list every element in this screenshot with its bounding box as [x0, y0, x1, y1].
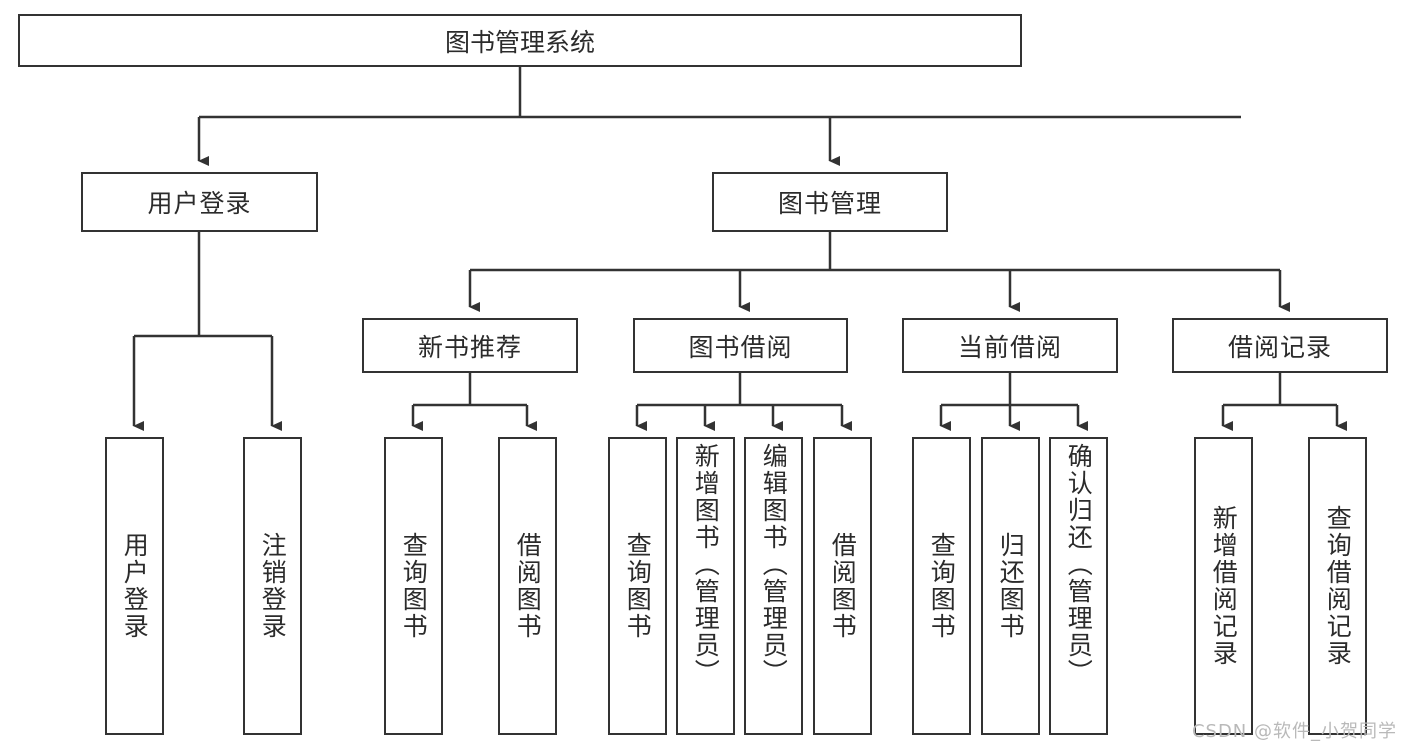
leaf-query-book-3-label: 查询图书 — [927, 532, 957, 640]
node-root[interactable]: 图书管理系统 — [18, 14, 1022, 67]
node-borrow-record[interactable]: 借阅记录 — [1172, 318, 1388, 373]
leaf-user-login-label: 用户登录 — [120, 532, 150, 640]
node-borrow-record-label: 借阅记录 — [1227, 332, 1332, 362]
leaf-user-login[interactable]: 用户登录 — [105, 437, 164, 735]
node-user-login-label: 用户登录 — [147, 189, 252, 218]
node-new-book-rec-label: 新书推荐 — [417, 332, 522, 362]
leaf-borrow-book-1[interactable]: 借阅图书 — [498, 437, 557, 735]
leaf-add-book-label: 新增图书（管理员） — [691, 443, 721, 686]
node-root-label: 图书管理系统 — [444, 27, 595, 57]
leaf-query-book-2-label: 查询图书 — [623, 532, 653, 640]
leaf-user-logout[interactable]: 注销登录 — [243, 437, 302, 735]
leaf-confirm-return[interactable]: 确认归还（管理员） — [1049, 437, 1108, 735]
leaf-return-book-label: 归还图书 — [996, 532, 1026, 640]
leaf-edit-book-label: 编辑图书（管理员） — [759, 443, 789, 686]
leaf-borrow-book-1-label: 借阅图书 — [513, 532, 543, 640]
leaf-query-record-label: 查询借阅记录 — [1323, 505, 1353, 667]
leaf-query-book-2[interactable]: 查询图书 — [608, 437, 667, 735]
node-current-borrow-label: 当前借阅 — [957, 332, 1062, 362]
node-new-book-rec[interactable]: 新书推荐 — [362, 318, 578, 373]
leaf-query-record[interactable]: 查询借阅记录 — [1308, 437, 1367, 735]
leaf-query-book-1-label: 查询图书 — [399, 532, 429, 640]
leaf-borrow-book-2-label: 借阅图书 — [828, 532, 858, 640]
watermark: CSDN @软件_小贺同学 — [1191, 721, 1397, 742]
leaf-add-record-label: 新增借阅记录 — [1209, 505, 1239, 667]
node-book-manage[interactable]: 图书管理 — [712, 172, 948, 232]
leaf-add-record[interactable]: 新增借阅记录 — [1194, 437, 1253, 735]
leaf-query-book-1[interactable]: 查询图书 — [384, 437, 443, 735]
leaf-add-book[interactable]: 新增图书（管理员） — [676, 437, 735, 735]
node-book-manage-label: 图书管理 — [777, 189, 882, 218]
node-user-login[interactable]: 用户登录 — [81, 172, 318, 232]
leaf-user-logout-label: 注销登录 — [258, 532, 288, 640]
node-book-borrow[interactable]: 图书借阅 — [633, 318, 848, 373]
leaf-edit-book[interactable]: 编辑图书（管理员） — [744, 437, 803, 735]
node-book-borrow-label: 图书借阅 — [688, 332, 793, 362]
leaf-query-book-3[interactable]: 查询图书 — [912, 437, 971, 735]
leaf-borrow-book-2[interactable]: 借阅图书 — [813, 437, 872, 735]
leaf-return-book[interactable]: 归还图书 — [981, 437, 1040, 735]
leaf-confirm-return-label: 确认归还（管理员） — [1064, 443, 1094, 686]
node-current-borrow[interactable]: 当前借阅 — [902, 318, 1118, 373]
